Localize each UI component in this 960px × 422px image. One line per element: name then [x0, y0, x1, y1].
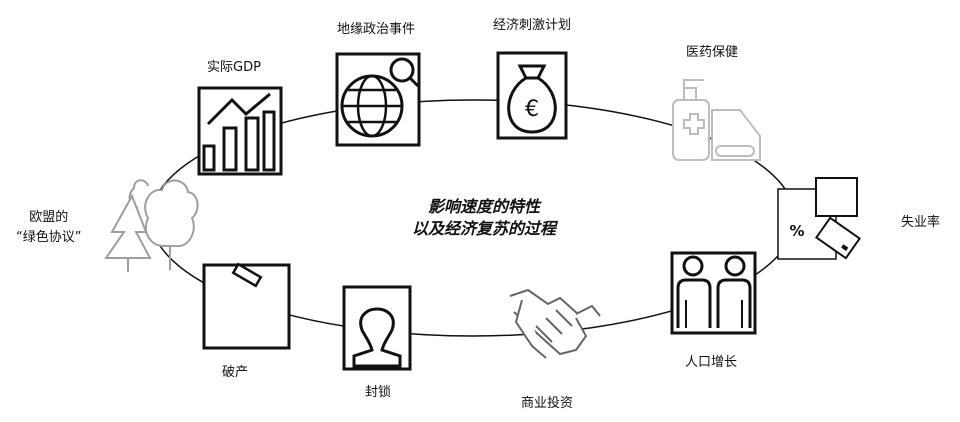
person-silhouette-icon: [342, 285, 412, 371]
people-icon: [670, 251, 757, 335]
label-geopolitics: 地缘政治事件: [337, 22, 416, 37]
trees-icon: [104, 179, 199, 272]
label-population: 人口增长: [685, 355, 738, 370]
percent-card-icon: %: [777, 177, 862, 260]
label-stimulus: 经济刺激计划: [493, 18, 572, 33]
svg-text:€: €: [525, 97, 539, 122]
globe-search-icon: [335, 52, 421, 147]
euro-money-bag-icon: €: [496, 51, 568, 140]
label-green-deal-line-1: 欧盟的: [29, 210, 69, 225]
bar-chart-growth-icon: [197, 86, 283, 176]
label-green-deal-line-2: “绿色协议”: [16, 230, 82, 245]
sanitizer-bandage-icon: [672, 79, 761, 161]
handshake-icon: [509, 288, 601, 359]
label-lockdown: 封锁: [365, 385, 392, 400]
svg-text:%: %: [789, 222, 804, 240]
label-unemployment: 失业率: [901, 215, 941, 230]
center-title-line-1: 影响速度的特性: [427, 197, 540, 216]
label-bankruptcy: 破产: [222, 365, 249, 380]
box-icon: [202, 262, 291, 350]
center-title: 影响速度的特性 以及经济复苏的过程: [396, 196, 572, 240]
label-green-deal: 欧盟的 “绿色协议”: [16, 208, 81, 248]
center-title-line-2: 以及经济复苏的过程: [411, 219, 556, 238]
label-investment: 商业投资: [521, 396, 574, 411]
label-health: 医药保健: [686, 45, 739, 60]
label-real-gdp: 实际GDP: [207, 60, 261, 75]
